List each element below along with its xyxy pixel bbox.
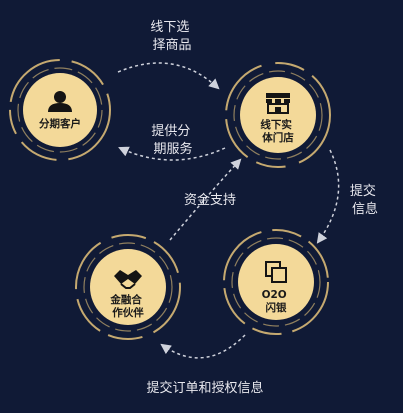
svg-text:O2O 闪银: O2O 闪银	[262, 289, 291, 314]
edge-store-to-customer-label-line-1: 提供分	[151, 123, 190, 139]
edge-store-to-customer-label: 提供分 期服务	[151, 123, 194, 157]
edge-store-to-o2o-arrow	[316, 149, 340, 244]
node-customer-inner-ring	[17, 67, 103, 153]
node-store-label-line-2: 体门店	[262, 131, 294, 144]
node-store-label-line-1: 线下实	[260, 118, 292, 131]
edge-store-to-o2o-label-line-1: 提交	[350, 183, 376, 199]
node-partner-outer-ring	[75, 234, 181, 340]
node-store: 线下实 体门店	[225, 62, 331, 168]
squares-icon	[265, 261, 287, 283]
edge-store-to-o2o-label-line-2: 信息	[352, 201, 378, 217]
person-icon	[48, 91, 72, 112]
node-store-inner-ring	[233, 70, 323, 160]
svg-text:金融合 作伙伴: 金融合 作伙伴	[109, 293, 145, 319]
node-customer-outer-ring	[9, 59, 111, 161]
node-partner-label-line-2: 作伙伴	[112, 306, 144, 319]
node-o2o-label-line-2: 闪银	[266, 301, 287, 314]
handshake-icon	[114, 270, 142, 289]
edge-customer-to-store-arrow	[117, 62, 220, 90]
edge-customer-to-store-label: 线下选 择商品	[150, 20, 193, 53]
node-customer: 分期客户	[9, 59, 111, 161]
node-partner: 金融合 作伙伴	[75, 234, 181, 340]
edge-store-to-customer-label-line-2: 期服务	[153, 141, 192, 157]
edge-partner-to-store-arrow	[169, 158, 242, 241]
node-o2o-inner-ring	[231, 237, 321, 327]
edge-customer-to-store-label-line-1: 线下选	[150, 20, 189, 35]
node-partner-inner-ring	[83, 242, 173, 332]
node-customer-label-line-1: 分期客户	[39, 117, 81, 130]
edge-customer-to-store-label-line-2: 择商品	[152, 38, 191, 53]
svg-text:分期客户: 分期客户	[39, 117, 81, 130]
svg-text:线下实 体门店: 线下实 体门店	[260, 118, 295, 144]
node-o2o-label-line-1: O2O	[262, 289, 287, 301]
storefront-icon	[266, 93, 290, 114]
edge-o2o-to-partner-label: 提交订单和授权信息	[146, 380, 263, 396]
edge-store-to-o2o-label: 提交 信息	[350, 183, 380, 217]
edge-partner-to-store-label: 资金支持	[184, 192, 236, 208]
node-o2o-outer-ring	[223, 229, 329, 335]
node-store-disc	[240, 77, 316, 153]
edge-o2o-to-partner-arrow	[160, 334, 246, 359]
node-partner-label-line-1: 金融合	[109, 293, 142, 306]
edge-store-to-customer-arrow	[118, 146, 226, 161]
node-o2o: O2O 闪银	[223, 229, 329, 335]
node-store-outer-ring	[225, 62, 331, 168]
